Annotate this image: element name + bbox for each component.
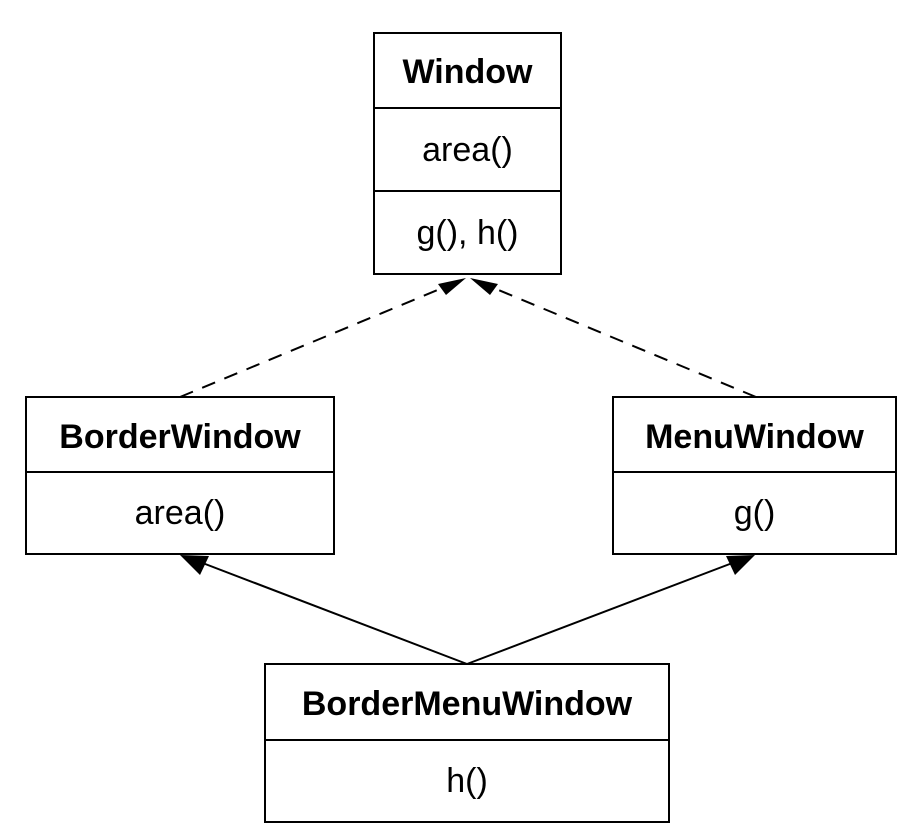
relation-menuwindow-to-window <box>470 278 757 398</box>
class-box-borderwindow: BorderWindow area() <box>25 396 335 555</box>
class-frame <box>612 396 897 555</box>
class-box-bordermenuwindow: BorderMenuWindow h() <box>264 663 670 823</box>
class-box-menuwindow: MenuWindow g() <box>612 396 897 555</box>
relation-borderwindow-to-window <box>179 278 466 398</box>
class-box-window: Window area() g(), h() <box>373 32 562 275</box>
solid-edge <box>466 561 736 665</box>
dashed-edge <box>179 283 453 398</box>
relation-bordermenuwindow-to-menuwindow <box>466 555 755 665</box>
arrowhead-icon <box>726 555 755 575</box>
arrowhead-icon <box>438 278 466 295</box>
class-member: area() <box>422 131 513 169</box>
solid-edge <box>199 561 468 665</box>
class-member: area() <box>135 494 226 532</box>
arrowhead-icon <box>180 555 209 575</box>
class-frame <box>25 396 335 555</box>
class-frame <box>373 32 562 275</box>
class-member: g() <box>734 494 776 532</box>
class-frame <box>264 663 670 823</box>
arrowhead-icon <box>470 278 498 295</box>
class-name: MenuWindow <box>645 418 864 456</box>
dashed-edge <box>483 283 757 398</box>
class-name: BorderWindow <box>59 418 301 456</box>
class-member: h() <box>446 762 488 800</box>
relation-bordermenuwindow-to-borderwindow <box>180 555 468 665</box>
class-member: g(), h() <box>417 214 519 252</box>
class-name: Window <box>403 53 534 91</box>
class-name: BorderMenuWindow <box>302 685 633 723</box>
